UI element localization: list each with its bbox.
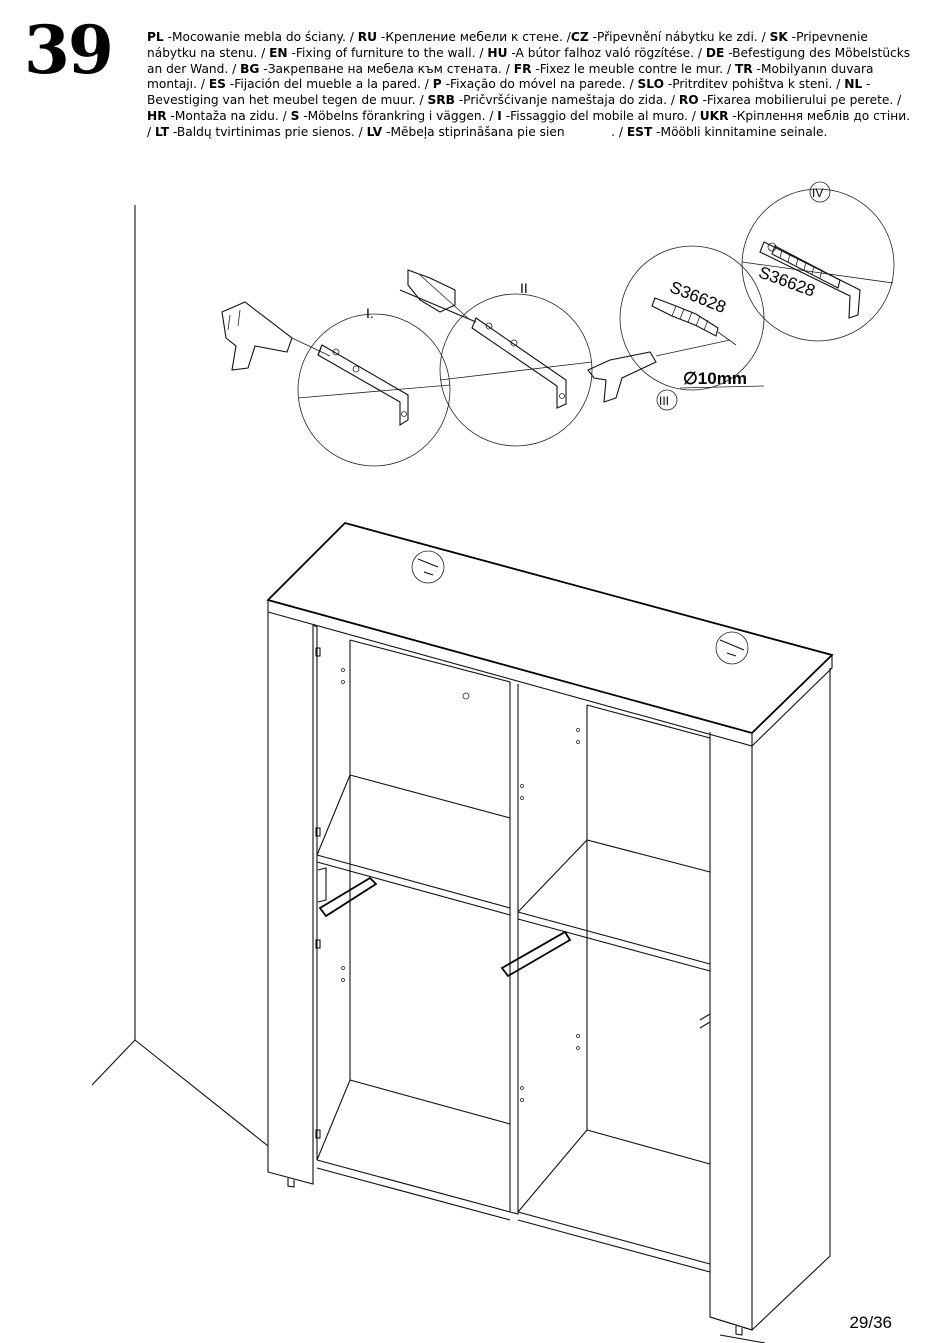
- step-label-1: I.: [366, 305, 374, 321]
- language-code: I: [497, 108, 502, 123]
- step-label-3: III: [659, 394, 669, 408]
- language-code: FR: [513, 61, 532, 76]
- language-code: DE: [705, 45, 725, 60]
- instruction-text: -Bevestiging van het meubel tegen de muu…: [147, 77, 871, 108]
- language-code: S: [290, 108, 300, 123]
- instruction-text: -Připevnění nábytku ke zdi. /: [588, 30, 770, 44]
- part-code-3: S36628: [667, 277, 728, 317]
- instruction-text: -Fixing of furniture to the wall. /: [287, 45, 488, 60]
- instruction-text: -Mobilyanın duvara montajı. /: [147, 61, 878, 92]
- step-label-4: IV: [812, 186, 823, 200]
- language-code: LV: [366, 124, 383, 139]
- language-code: SLO: [637, 77, 664, 92]
- instruction-text: -Mocowanie mebla do ściany. /: [163, 30, 358, 44]
- wall-corner: [91, 205, 766, 1343]
- instructions-multilingual: PL -Mocowanie mebla do ściany. / RU -Кре…: [147, 30, 917, 141]
- drill-diameter-label: ∅10mm: [683, 369, 747, 388]
- instruction-text: -Fixação do móvel na parede. /: [441, 77, 638, 92]
- instruction-text: -Fijación del mueble a la pared. /: [225, 77, 433, 92]
- language-code: EST: [626, 124, 653, 139]
- instruction-text: -Pritrditev pohištva k steni. /: [664, 77, 845, 92]
- detail-circle-1: I.: [221, 301, 451, 467]
- language-code: ES: [208, 77, 226, 92]
- detail-circle-3: S36628 ∅10mm III: [587, 245, 765, 411]
- language-code: BG: [240, 61, 260, 76]
- instruction-text: -Montaža na zidu. /: [166, 108, 291, 123]
- instruction-text: -Pričvršćivanje nameštaja do zida. /: [454, 93, 679, 108]
- language-code: CZ: [570, 30, 589, 44]
- instruction-text: -Mēbeļa stiprināšana pie sien . /: [382, 124, 627, 139]
- page-number: 29/36: [849, 1313, 892, 1332]
- step-label-2: II: [520, 280, 528, 296]
- instruction-text: -Fissaggio del mobile al muro. /: [501, 108, 700, 123]
- instruction-text: -Fixarea mobilierului pe perete. /: [698, 93, 906, 108]
- instruction-text: -Крепление мебели к стене. /: [377, 30, 571, 44]
- detail-circle-2: II: [399, 269, 593, 447]
- instruction-text: -Baldų tvirtinimas prie sienos. /: [169, 124, 367, 139]
- language-code: PL: [147, 30, 164, 44]
- language-code: HR: [147, 108, 167, 123]
- detail-circle-4: S36628 IV: [741, 181, 895, 342]
- instruction-text: -Befestigung des Möbelstücks an der Wand…: [147, 45, 915, 76]
- language-code: RU: [357, 30, 378, 44]
- language-code: LT: [154, 124, 170, 139]
- language-code: NL: [844, 77, 863, 92]
- language-code: UKR: [699, 108, 729, 123]
- instruction-text: -Pripevnenie nábytku na stenu. /: [147, 30, 872, 60]
- cabinet: [266, 521, 834, 1336]
- instruction-text: -A bútor falhoz való rögzítése. /: [507, 45, 706, 60]
- instruction-text: -Mööbli kinnitamine seinale.: [652, 124, 828, 139]
- step-number: 39: [24, 11, 114, 89]
- instruction-text: -Закрепване на мебела към стената. /: [259, 61, 514, 76]
- instruction-text: -Fixez le meuble contre le mur. /: [531, 61, 735, 76]
- language-code: HU: [487, 45, 508, 60]
- language-code: EN: [269, 45, 288, 60]
- instruction-text: -Кріплення меблів до стіни. /: [147, 108, 914, 139]
- language-code: P: [432, 77, 442, 92]
- language-code: TR: [734, 61, 753, 76]
- language-code: SK: [769, 30, 788, 44]
- language-code: SRB: [427, 93, 455, 108]
- language-code: RO: [678, 93, 699, 108]
- instruction-text: -Möbelns förankring i väggen. /: [299, 108, 498, 123]
